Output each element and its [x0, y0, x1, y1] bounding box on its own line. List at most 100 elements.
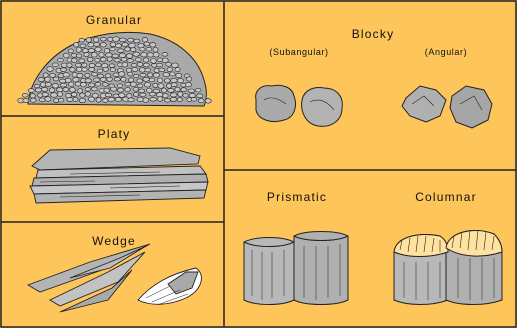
granule	[60, 79, 66, 83]
granule	[157, 63, 163, 67]
blocky-subangular-illustration	[256, 85, 343, 126]
granule	[170, 97, 177, 101]
granule	[79, 38, 84, 42]
granule	[69, 82, 74, 87]
granule	[85, 73, 90, 77]
granule	[107, 77, 113, 81]
granule	[57, 92, 62, 97]
granule	[178, 92, 183, 97]
granule	[91, 87, 97, 91]
granule	[92, 72, 98, 76]
granule	[161, 88, 166, 93]
granule	[158, 84, 164, 89]
platy-illustration	[30, 148, 208, 203]
granule	[71, 92, 77, 96]
granule	[30, 98, 36, 102]
granule	[63, 73, 70, 77]
granule	[164, 79, 170, 83]
granule	[140, 48, 145, 52]
columnar-illustration	[394, 230, 502, 305]
granule	[109, 64, 115, 68]
granule	[107, 57, 112, 61]
wedge-illustration	[28, 244, 201, 312]
granule	[122, 62, 128, 67]
granule	[112, 54, 119, 58]
granule	[76, 63, 82, 67]
granule	[45, 97, 51, 102]
granule	[119, 93, 125, 97]
granule	[128, 98, 134, 102]
granule	[60, 68, 66, 72]
granule	[171, 83, 177, 87]
granule	[175, 68, 180, 72]
granule	[119, 38, 126, 42]
granule	[119, 53, 125, 58]
granule	[141, 53, 147, 58]
granule	[56, 88, 63, 92]
granule	[177, 98, 182, 102]
granule	[102, 83, 108, 87]
granule	[114, 58, 121, 62]
granule	[76, 48, 81, 53]
granule	[22, 93, 28, 97]
granule	[143, 77, 150, 81]
granule	[139, 89, 145, 93]
granule	[151, 59, 157, 64]
granule	[49, 74, 55, 78]
granule	[137, 79, 143, 83]
granule	[185, 82, 191, 86]
columnar-label: Columnar	[415, 191, 477, 203]
granule	[145, 68, 151, 72]
granule	[76, 54, 81, 58]
granule	[129, 78, 134, 82]
granule	[125, 47, 131, 51]
granule	[159, 68, 165, 72]
granule	[126, 54, 132, 59]
granule	[63, 53, 69, 58]
granule	[73, 77, 79, 82]
granule	[77, 73, 83, 77]
granule	[80, 44, 86, 48]
granule	[28, 89, 34, 93]
granule	[147, 53, 154, 57]
granule	[153, 73, 159, 77]
blocky-subangular-label: (Subangular)	[269, 48, 328, 57]
granule	[97, 69, 102, 73]
granule	[150, 97, 157, 101]
granule	[34, 84, 40, 88]
granule	[110, 68, 115, 72]
granule	[53, 77, 59, 81]
granule	[52, 83, 58, 88]
granule	[128, 72, 133, 76]
granule	[60, 83, 66, 87]
granule	[191, 98, 197, 102]
granule	[168, 88, 175, 92]
granule	[95, 58, 100, 62]
granule	[66, 93, 72, 98]
granule	[140, 73, 146, 77]
granule	[177, 79, 183, 83]
granule	[130, 82, 136, 86]
granule	[153, 48, 158, 53]
granule	[45, 77, 51, 82]
granule	[195, 88, 201, 92]
granule	[73, 97, 78, 101]
granule	[183, 94, 188, 98]
granule	[121, 77, 126, 81]
granular-illustration	[18, 32, 212, 106]
granule	[153, 52, 159, 57]
granule	[128, 38, 134, 42]
granule	[121, 58, 127, 62]
granule	[153, 83, 158, 87]
granule	[162, 52, 168, 56]
granule	[126, 68, 132, 72]
granule	[82, 63, 87, 67]
granule	[117, 49, 124, 53]
granule	[198, 99, 204, 103]
granule	[93, 38, 99, 43]
granule	[96, 98, 101, 103]
granule	[71, 53, 77, 57]
granule	[106, 53, 113, 57]
granule	[138, 44, 144, 48]
